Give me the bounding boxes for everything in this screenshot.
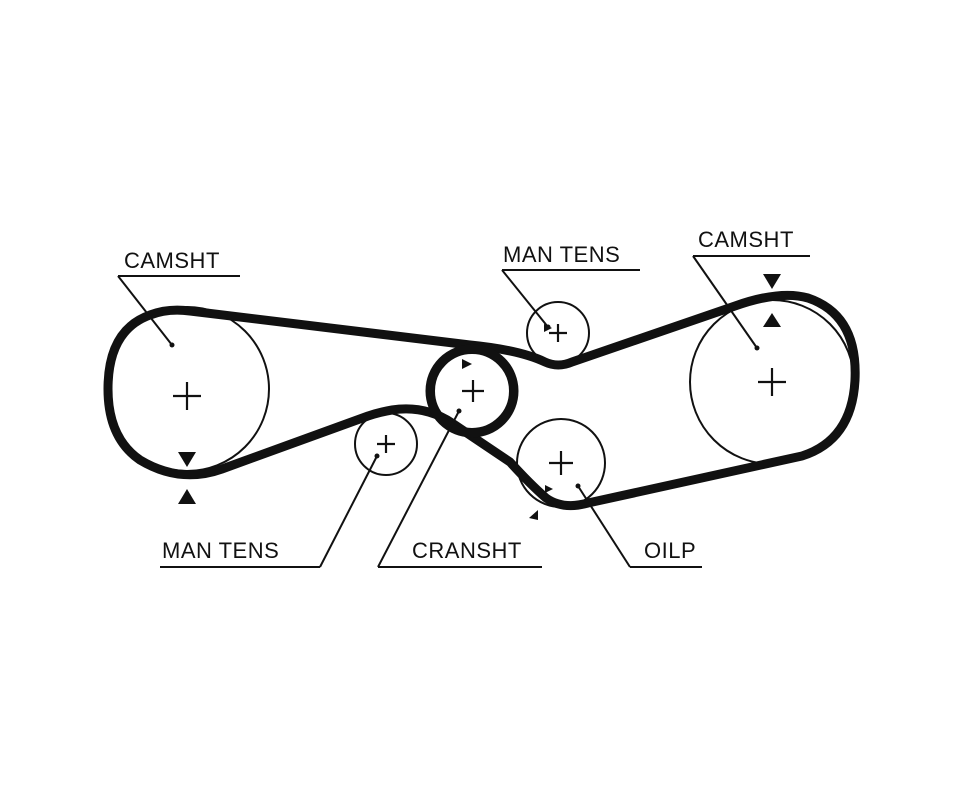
leader-camshaft-right xyxy=(692,255,810,351)
label-tensioner-top: MAN TENS xyxy=(503,242,620,267)
timing-belt xyxy=(103,290,860,511)
leader-oil-pump xyxy=(575,483,702,568)
leader-tensioner-top xyxy=(501,269,640,330)
plus-icon-tensioner-bottom xyxy=(377,435,395,453)
label-oil-pump: OILP xyxy=(644,538,696,563)
timing-mark-oil-pump xyxy=(545,485,553,493)
timing-mark-bottom xyxy=(529,510,538,520)
plus-icon-camshaft-right xyxy=(758,368,786,396)
label-tensioner-bottom: MAN TENS xyxy=(162,538,279,563)
leader-tensioner-bottom xyxy=(160,453,380,568)
timing-mark-right-lower xyxy=(763,313,781,327)
plus-icon-crankshaft xyxy=(462,380,484,402)
timing-mark-left-upper xyxy=(178,452,196,467)
timing-mark-crankshaft xyxy=(462,359,472,369)
timing-mark-right-upper xyxy=(763,274,781,289)
crankshaft-belt-ring xyxy=(425,344,519,438)
label-camshaft-left: CAMSHT xyxy=(124,248,220,273)
leader-crankshaft xyxy=(377,408,542,568)
label-crankshaft: CRANSHT xyxy=(412,538,522,563)
plus-icon-tensioner-top xyxy=(549,324,567,342)
plus-icon-camshaft-left xyxy=(173,382,201,410)
plus-icon-oil-pump xyxy=(549,451,573,475)
leader-camshaft-left xyxy=(117,275,240,348)
label-camshaft-right: CAMSHT xyxy=(698,227,794,252)
timing-mark-left-lower xyxy=(178,489,196,504)
